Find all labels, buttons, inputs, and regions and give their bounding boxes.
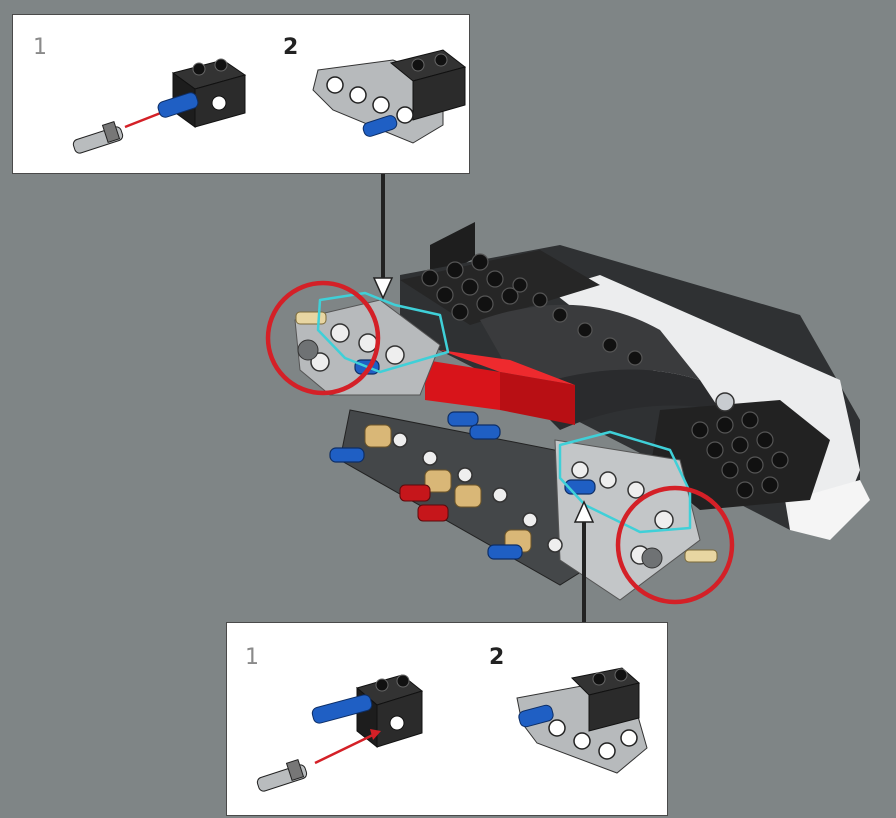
highlight-outlines xyxy=(316,291,692,534)
sub-step-number-2: 2 xyxy=(489,645,505,670)
model-chassis xyxy=(400,222,870,540)
pin-icon xyxy=(256,758,308,792)
pin-icon xyxy=(72,120,124,154)
brick-with-hole-icon xyxy=(311,674,424,749)
liftarm-icon xyxy=(312,49,467,144)
pointer-arrow-icon xyxy=(372,174,595,622)
brick-with-hole-icon xyxy=(157,58,247,128)
sub-step-number-1: 1 xyxy=(245,645,259,670)
callout-box-top: 1 2 xyxy=(12,14,470,174)
liftarm-icon xyxy=(516,667,648,774)
sub-step-number-2: 2 xyxy=(283,35,299,60)
highlight-circle-icon xyxy=(265,280,735,605)
sub-step-number-1: 1 xyxy=(33,35,47,60)
red-bricks xyxy=(425,350,575,425)
callout-box-bottom: 1 2 xyxy=(226,622,668,816)
insertion-arrow-icon xyxy=(314,729,381,765)
